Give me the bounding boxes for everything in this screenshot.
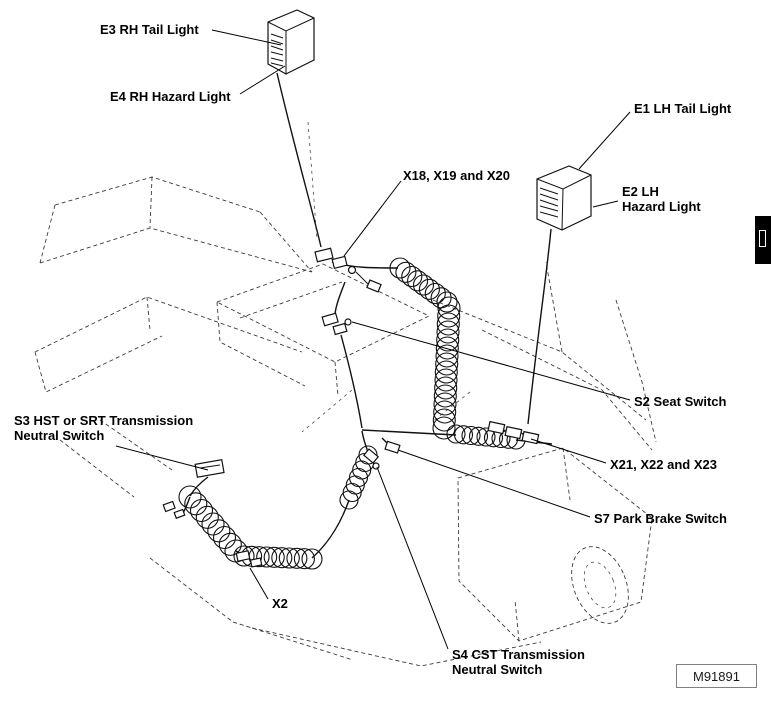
- chassis-upper-left-panel: [39, 176, 313, 273]
- s2-connector-a: [321, 312, 339, 327]
- connector-x2: [235, 550, 263, 568]
- leader-e2: [592, 200, 619, 208]
- label-x21-x22-x23: X21, X22 and X23: [610, 457, 717, 472]
- chassis-rear-wheel-inner: [583, 561, 617, 609]
- e1-e2-connector-body: [536, 165, 592, 231]
- wire-seat-down: [340, 334, 363, 429]
- leader-lines: [115, 29, 631, 650]
- label-s3-transmission-neutral-switch: S3 HST or SRT Transmission Neutral Switc…: [14, 413, 194, 443]
- s7-connector: [384, 440, 401, 454]
- connector-x18-x19-x20: [314, 247, 382, 293]
- s2-connector-pin: [344, 318, 352, 326]
- s3-switch-detail: [199, 464, 221, 469]
- chassis-seat-base: [215, 263, 431, 397]
- leader-s3: [115, 445, 209, 471]
- e1-e2-connector-edges: [536, 174, 592, 231]
- label-s7-park-brake-switch: S7 Park Brake Switch: [594, 511, 727, 526]
- connector-s3-neutral-switch: [162, 458, 225, 519]
- x19-connector: [331, 255, 348, 270]
- figure-id: M91891: [693, 668, 740, 684]
- connector-e1-e2-block: [536, 165, 592, 231]
- wire-seat-branch: [334, 281, 346, 315]
- label-e3-rh-tail-light: E3 RH Tail Light: [100, 22, 199, 37]
- leader-x18: [343, 180, 402, 257]
- chassis-bottom-rail: [149, 557, 542, 667]
- section-tab-book-icon: [759, 230, 766, 247]
- x2-connector-b: [249, 557, 263, 568]
- x18-connector: [314, 247, 334, 263]
- x20-branch-connector: [366, 279, 382, 293]
- chassis-misc-lines: [301, 121, 471, 433]
- coil-loom-bottom-run: [233, 545, 323, 570]
- x2-connector-a: [235, 550, 251, 562]
- label-x18-x19-x20: X18, X19 and X20: [403, 168, 510, 183]
- s3-pigtail-connector-a: [162, 500, 176, 513]
- chassis-left-rail: [34, 296, 303, 498]
- label-x2: X2: [272, 596, 288, 611]
- coil-loom-upper-right: [389, 257, 458, 313]
- figure-id-box: M91891: [676, 664, 757, 688]
- e3-e4-terminal-slots: [270, 33, 284, 67]
- s4-connector: [362, 448, 380, 464]
- coil-loom-right-vertical: [432, 296, 461, 440]
- leader-s7: [397, 449, 591, 518]
- wire-s4-tail: [311, 499, 350, 559]
- leader-e4: [239, 65, 286, 95]
- wire-s4-link: [361, 430, 369, 453]
- leader-s4: [376, 466, 449, 650]
- chassis-outline: [34, 121, 657, 667]
- leader-x2: [249, 567, 269, 600]
- s4-connector-pin: [372, 462, 380, 470]
- s2-connector-b: [332, 322, 348, 336]
- label-e4-rh-hazard-light: E4 RH Hazard Light: [110, 89, 231, 104]
- leader-s2: [351, 321, 631, 401]
- chassis-right-rail: [432, 261, 657, 451]
- leader-e3: [211, 29, 282, 46]
- x21-connector: [487, 420, 506, 435]
- label-e2-lh-hazard-light: E2 LH Hazard Light: [622, 184, 701, 214]
- connector-s4-neutral-switch: [362, 448, 380, 470]
- connector-x21-x22-x23: [487, 420, 540, 445]
- connector-e3-e4-block: [267, 9, 315, 75]
- e3-e4-connector-edges: [267, 17, 315, 74]
- wire-lh-light-drop: [527, 228, 552, 425]
- label-s4-cst-transmission-neutral-switch: S4 CST Transmission Neutral Switch: [452, 647, 585, 677]
- connector-s7-park-brake-switch: [384, 440, 401, 454]
- s3-pigtail-connector-b: [173, 508, 186, 519]
- leader-x21: [530, 438, 607, 464]
- wiring-harness: [178, 72, 553, 570]
- leader-e1: [578, 111, 631, 170]
- wire-cluster-link: [355, 271, 369, 285]
- chassis-rear-fender: [457, 447, 653, 642]
- s3-switch-body: [194, 458, 225, 478]
- label-s2-seat-switch: S2 Seat Switch: [634, 394, 727, 409]
- x22-connector: [504, 425, 523, 440]
- section-tab: [755, 216, 771, 264]
- wire-rh-light-drop: [276, 72, 322, 248]
- connector-s2-seat-switch: [321, 312, 352, 336]
- x20-connector: [347, 265, 357, 275]
- e1-e2-terminal-slots: [539, 187, 559, 218]
- label-e1-lh-tail-light: E1 LH Tail Light: [634, 101, 732, 116]
- chassis-rear-wheel-outer: [571, 546, 629, 624]
- e3-e4-connector-body: [267, 9, 315, 75]
